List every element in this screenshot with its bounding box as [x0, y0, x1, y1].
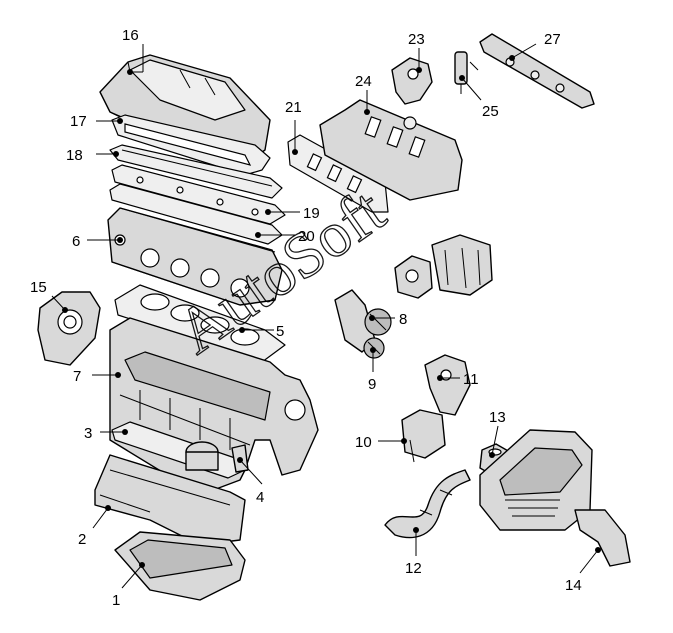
- cylinder-head-gasket: [114, 284, 286, 363]
- engine-mounts: [394, 234, 493, 299]
- air-hose: [384, 469, 471, 539]
- callout-18: 18: [66, 147, 83, 164]
- callout-labels: 16 17 18 6 15 7 3 2 1 4 5 19 20 21 24 23…: [30, 27, 582, 609]
- callout-17: 17: [70, 113, 87, 130]
- callout-8: 8: [399, 311, 407, 328]
- callout-2: 2: [78, 531, 86, 548]
- callout-9: 9: [368, 376, 376, 393]
- callout-19: 19: [303, 205, 320, 222]
- callout-23: 23: [408, 31, 425, 48]
- callout-10: 10: [355, 434, 372, 451]
- callout-1: 1: [112, 592, 120, 609]
- air-filter-housing: [479, 429, 631, 567]
- lower-oil-pan: [114, 531, 246, 601]
- cylinder-head: [107, 207, 283, 306]
- throttle-body: [334, 289, 392, 359]
- intake-manifold-gasket: [287, 134, 389, 213]
- intake-manifold: [319, 99, 463, 201]
- support-bracket: [401, 409, 446, 463]
- callout-3: 3: [84, 425, 92, 442]
- callout-11: 11: [463, 371, 479, 388]
- gasket-strip: [109, 144, 283, 199]
- callout-27: 27: [544, 31, 561, 48]
- thermostat-housing: [391, 57, 433, 105]
- callout-21: 21: [285, 99, 302, 116]
- rear-seal-housing: [37, 291, 101, 366]
- callout-15: 15: [30, 279, 47, 296]
- head-gaskets: [109, 164, 286, 245]
- callout-4: 4: [256, 489, 264, 506]
- callout-13: 13: [489, 409, 506, 426]
- callout-6: 6: [72, 233, 80, 250]
- fuel-rail: [479, 33, 595, 109]
- callout-25: 25: [482, 103, 499, 120]
- callout-12: 12: [405, 560, 422, 577]
- callout-20: 20: [298, 228, 315, 245]
- callout-7: 7: [73, 368, 81, 385]
- oil-pump: [185, 441, 249, 473]
- cover-gasket: [111, 114, 271, 176]
- callout-16: 16: [122, 27, 139, 44]
- fuel-injector: [454, 51, 479, 94]
- upper-oil-pan: [94, 454, 246, 546]
- leader-lines: [51, 43, 601, 589]
- callout-14: 14: [565, 577, 582, 594]
- callout-5: 5: [276, 323, 284, 340]
- callout-24: 24: [355, 73, 372, 90]
